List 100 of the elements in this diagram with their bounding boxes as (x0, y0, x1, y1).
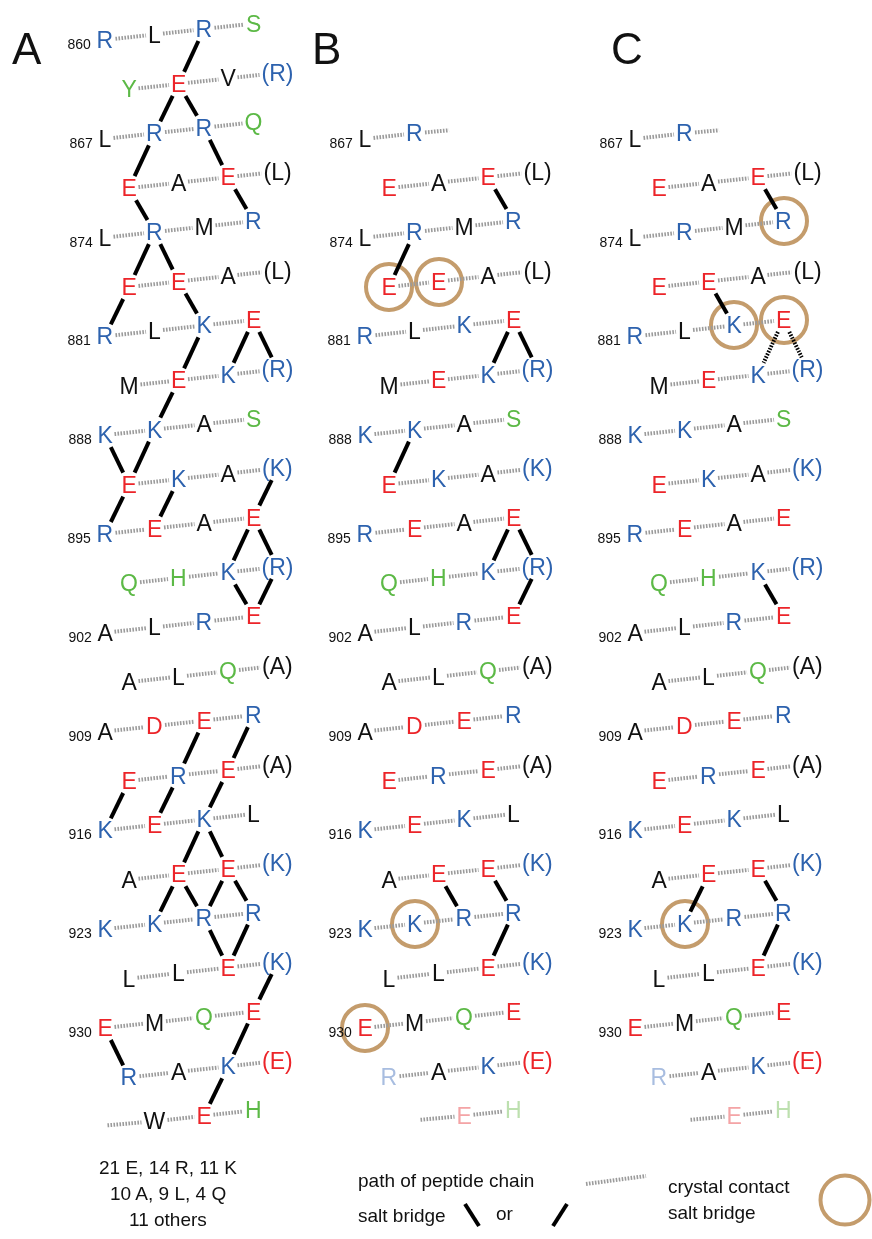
peptide-path-line (423, 423, 455, 431)
peptide-path-line (743, 812, 776, 821)
residue-letter: E (504, 604, 524, 629)
residue-letter: E (478, 856, 498, 881)
residue-letter: Q (747, 659, 769, 684)
residue-letter: L (146, 615, 163, 640)
peptide-path-line (373, 231, 405, 239)
peptide-path-line (398, 181, 430, 190)
peptide-path-line (423, 818, 455, 826)
residue-letter: R (193, 17, 215, 41)
peptide-path-line (420, 1114, 455, 1122)
residue-letter: A (625, 620, 645, 645)
peptide-path-line (237, 72, 260, 80)
salt-bridge-line (183, 885, 199, 908)
residue-letter: V (218, 66, 238, 91)
peptide-path-line (717, 176, 749, 184)
salt-bridge-line (183, 94, 199, 117)
peptide-path-line (375, 329, 407, 338)
peptide-path-line (690, 1114, 725, 1122)
peptide-path-line (164, 127, 194, 135)
residue-number: 930 (598, 1024, 622, 1040)
peptide-path-line (744, 615, 775, 623)
residue-number: 902 (68, 628, 92, 645)
salt-bridge-line (257, 479, 274, 507)
residue-letter: S (244, 406, 264, 431)
residue-number: 923 (68, 925, 92, 942)
peptide-path-line (497, 764, 521, 771)
summary-text: 10 A, 9 L, 4 Q (110, 1183, 227, 1205)
peptide-path-line (670, 379, 700, 387)
residue-letter: K (355, 423, 375, 448)
peptide-path-line (643, 132, 675, 140)
peptide-path-line (692, 621, 724, 629)
residue-letter: D (404, 714, 425, 739)
residue-letter: L (96, 126, 114, 151)
residue-letter: E (379, 176, 399, 201)
residue-letter: R (503, 703, 524, 728)
salt-bridge-line (493, 879, 509, 902)
salt-bridge-line (109, 792, 125, 820)
peptide-path-line (695, 1016, 724, 1024)
peptide-path-line (668, 873, 700, 881)
peptide-path-line (717, 373, 749, 382)
peptide-path-line (375, 527, 406, 535)
salt-bridge-line (208, 781, 224, 809)
residue-letter: E (119, 275, 139, 299)
residue-letter: E (699, 269, 719, 294)
peptide-path-line (213, 516, 245, 524)
residue-letter: E (379, 472, 399, 497)
salt-bridge-line (208, 929, 224, 957)
peptide-path-line (448, 571, 479, 579)
residue-letter: A (454, 412, 474, 437)
residue-letter: Q (453, 1005, 475, 1029)
residue-letter: K (478, 362, 498, 387)
residue-number: 881 (67, 332, 91, 349)
residue-letter: K (625, 818, 645, 843)
residue-letter: (A) (520, 653, 555, 678)
residue-letter: A (724, 511, 744, 535)
peptide-path-line (214, 22, 245, 30)
peptide-path-line (497, 566, 520, 574)
residue-letter: (A) (260, 752, 295, 777)
salt-bridge-line (109, 495, 125, 523)
residue-letter: E (145, 812, 165, 837)
residue-letter: L (700, 664, 717, 689)
peptide-path-line (446, 966, 479, 975)
peptide-path-line (497, 270, 522, 277)
residue-letter: E (649, 769, 669, 793)
residue-letter: E (429, 368, 449, 393)
residue-letter: (A) (260, 653, 295, 678)
residue-letter: L (146, 318, 163, 343)
residue-letter: E (774, 999, 794, 1024)
peptide-path-line (162, 621, 194, 629)
salt-bridge-line (109, 1039, 125, 1067)
salt-bridge-line (182, 830, 201, 864)
peptide-path-line (115, 33, 147, 41)
residue-number: 909 (598, 727, 622, 744)
residue-letter: E (748, 955, 768, 980)
salt-bridge-line (493, 188, 509, 211)
peptide-path-line (214, 121, 243, 129)
peptide-path-line (717, 472, 749, 480)
peptide-path-line (237, 369, 260, 376)
residue-letter: D (144, 714, 165, 739)
peptide-path-line (744, 1010, 775, 1018)
peptide-path-line (473, 516, 505, 524)
salt-bridge-line (257, 331, 274, 359)
residue-letter: K (675, 911, 695, 936)
legend-label: crystal contact salt bridge (668, 1175, 791, 1225)
peptide-path-line (113, 231, 145, 239)
peptide-path-line (398, 774, 429, 782)
peptide-path-line (767, 863, 791, 870)
residue-letter: E (244, 999, 264, 1024)
peptide-path-line (694, 128, 720, 135)
residue-letter: E (244, 505, 264, 530)
peptide-path-line (188, 769, 219, 777)
residue-letter: A (429, 170, 449, 195)
peptide-path-line (717, 1065, 749, 1073)
residue-letter: M (452, 214, 476, 239)
peptide-path-line (373, 132, 405, 140)
residue-letter: H (428, 565, 449, 590)
residue-letter: K (355, 917, 375, 942)
peptide-path-line (186, 966, 219, 975)
salt-bridge-line (491, 528, 510, 562)
